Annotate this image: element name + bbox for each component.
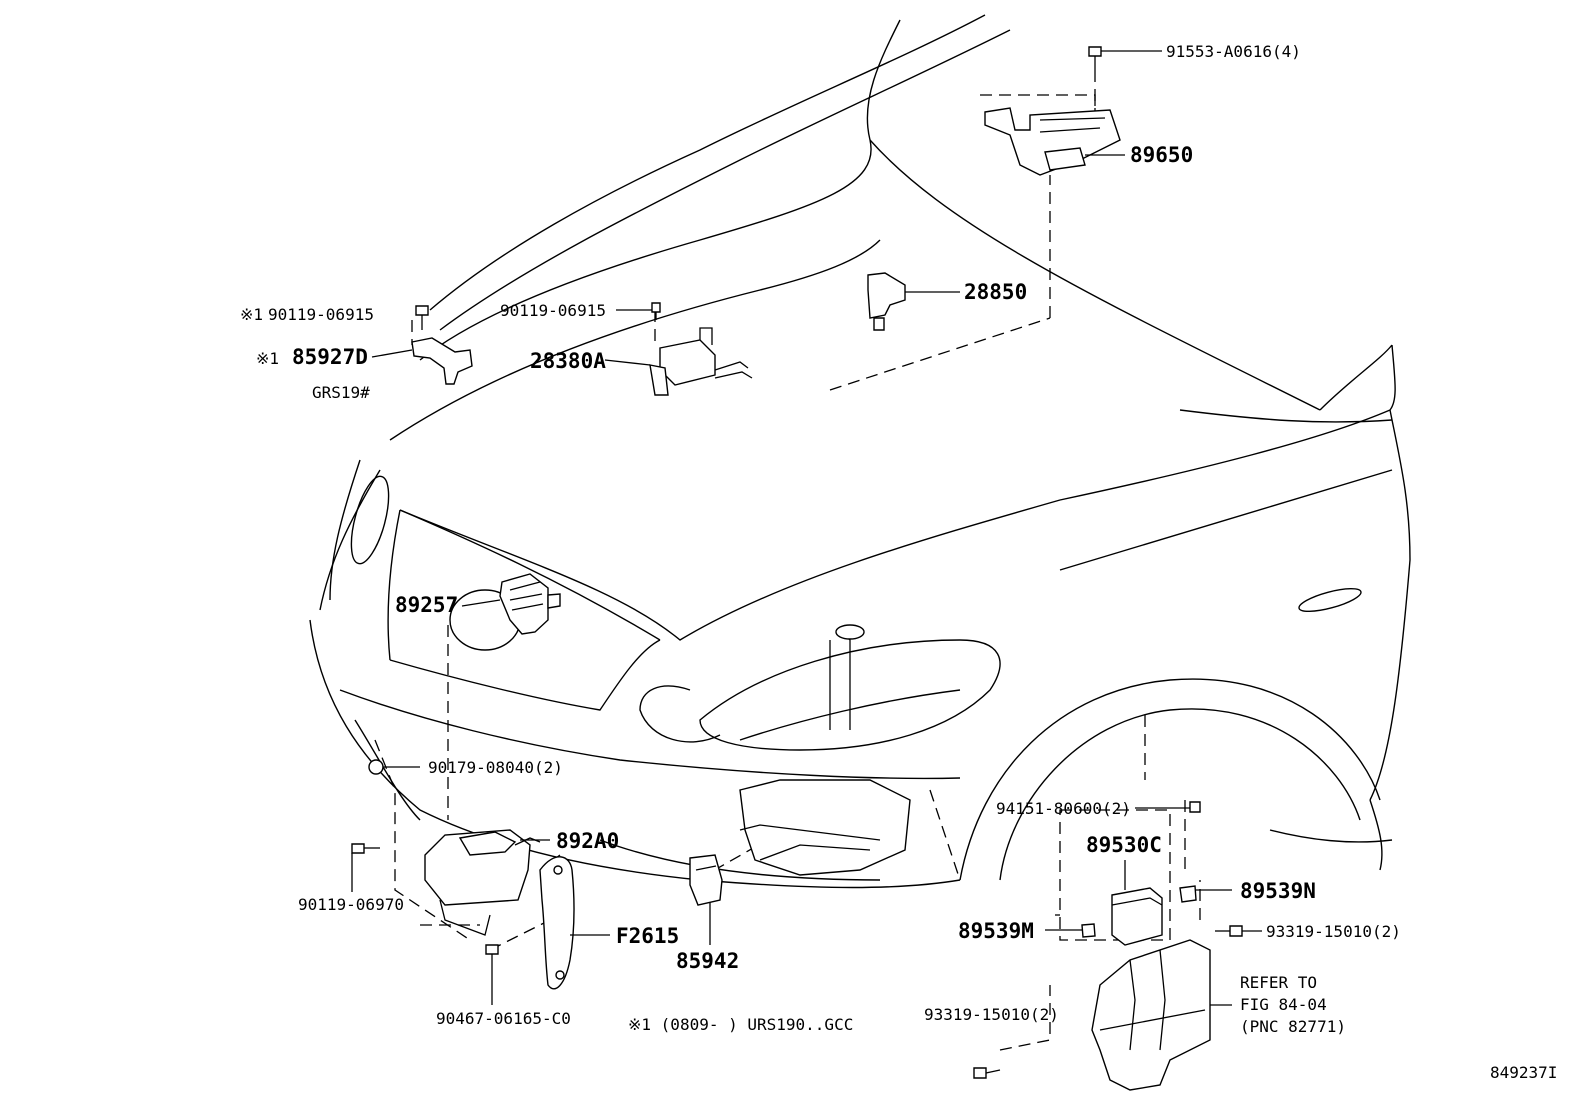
label-90119-left[interactable]: 90119-06915 [268,305,374,324]
part-labels: 91553-A0616(4) 89650 28850 ※1 90119-0691… [240,42,1557,1082]
label-93319-bottom[interactable]: 93319-15010(2) [924,1005,1059,1024]
part-85942-drawing [689,854,723,906]
components [351,46,1243,1091]
label-89539m[interactable]: 89539M [958,919,1034,943]
part-89530c-drawing [1111,887,1163,946]
part-89257-drawing [499,573,561,635]
bolt-93319-bottom-drawing [973,1067,1001,1079]
part-89539m-drawing [1081,923,1096,938]
label-f2615[interactable]: F2615 [616,924,679,948]
label-91553[interactable]: 91553-A0616(4) [1166,42,1301,61]
label-90119-center[interactable]: 90119-06915 [500,301,606,320]
part-89650-drawing [984,107,1121,176]
label-footnote: ※1 (0809- ) URS190..GCC [628,1015,853,1034]
part-85927d-drawing [411,305,473,385]
label-refer-line-1: REFER TO [1240,973,1317,992]
label-grs19: GRS19# [312,383,370,402]
label-89650[interactable]: 89650 [1130,143,1193,167]
label-refer-line-2[interactable]: FIG 84-04 [1240,995,1327,1014]
car-outline [309,14,1411,889]
part-94151-drawing [1189,801,1201,813]
part-f2615-drawing [539,856,575,990]
part-90179-drawing [368,759,384,775]
label-90119-06970[interactable]: 90119-06970 [298,895,404,914]
leader-lines [351,50,1262,1006]
label-refer-line-3: (PNC 82771) [1240,1017,1346,1036]
label-892a0[interactable]: 892A0 [556,829,619,853]
bolt-93319-right-drawing [1215,925,1243,937]
label-85942[interactable]: 85942 [676,949,739,973]
label-28380a[interactable]: 28380A [530,349,606,373]
label-89530c[interactable]: 89530C [1086,833,1162,857]
part-892a0-drawing [424,829,541,936]
label-89257[interactable]: 89257 [395,593,458,617]
diagram-id: 849237I [1490,1063,1557,1082]
part-28380a-drawing [649,302,753,396]
label-93319-right[interactable]: 93319-15010(2) [1266,922,1401,941]
bracket-refer-drawing [1091,939,1211,1091]
washer-assembly-drawing [739,624,911,876]
label-85927d[interactable]: 85927D [292,345,368,369]
label-note-mark-1: ※1 [240,305,263,324]
guide-lines [374,70,1201,1051]
part-90467-drawing [485,944,499,968]
bolt-91553-drawing [1088,46,1102,70]
part-28850-drawing [867,272,906,331]
label-89539n[interactable]: 89539N [1240,879,1316,903]
label-note-mark-2: ※1 [256,349,279,368]
label-94151[interactable]: 94151-80600(2) [996,799,1131,818]
label-28850[interactable]: 28850 [964,280,1027,304]
label-90179[interactable]: 90179-08040(2) [428,758,563,777]
label-90467[interactable]: 90467-06165-C0 [436,1009,571,1028]
bolt-90119-06970-drawing [351,843,380,854]
part-89539n-drawing [1179,885,1197,903]
